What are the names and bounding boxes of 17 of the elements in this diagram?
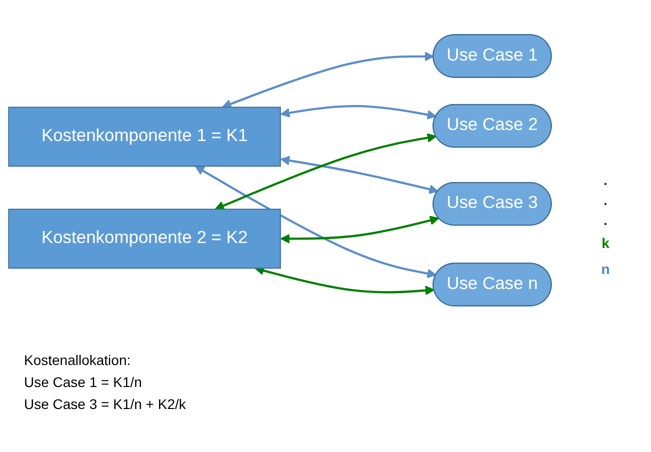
- note-text: Use Case 1 = K1/n: [24, 374, 143, 390]
- arrow: [194, 166, 437, 278]
- ellipsis-dot: .: [604, 175, 608, 185]
- bracket-label: n: [601, 261, 610, 277]
- note-text: Kostenallokation:: [24, 352, 132, 368]
- bracket-label: k: [602, 235, 610, 251]
- ellipsis-dot: .: [604, 215, 608, 225]
- ellipsis-dot: .: [604, 195, 608, 205]
- note-text: Use Case 3 = K1/n + K2/k: [24, 396, 187, 412]
- arrow: [280, 156, 438, 194]
- arrow: [280, 215, 440, 244]
- node-box: [8, 106, 281, 166]
- arrow: [280, 104, 437, 120]
- arrow: [222, 51, 434, 108]
- node-box: [8, 208, 281, 268]
- flow-diagram: Kostenkomponente 1 = K1 Use Case 1 Use Case 2 Kostenkomponente 2 = K2 Use Case 3 Use Case n: [0, 26, 560, 314]
- arrow: [214, 132, 437, 210]
